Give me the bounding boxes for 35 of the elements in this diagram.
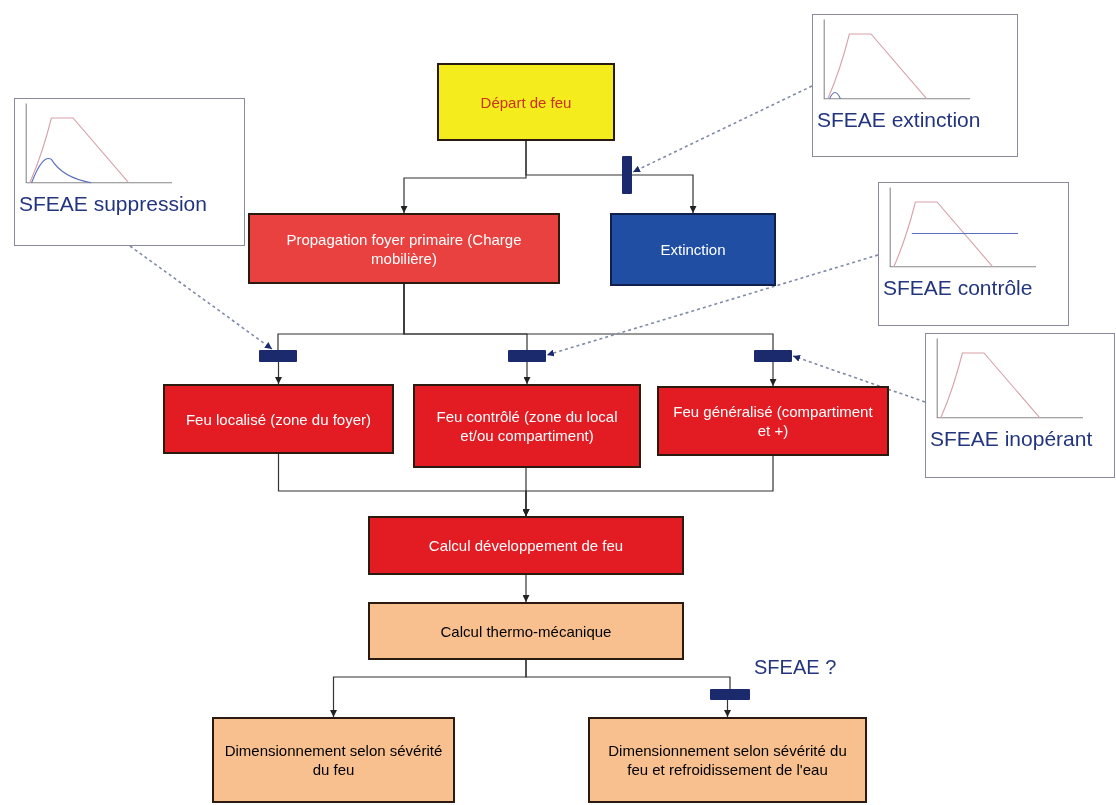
process-box: Feu localisé (zone du foyer) (163, 384, 394, 454)
connector-arrow (769, 361, 777, 387)
callout-label: SFEAE extinction (817, 107, 981, 133)
callout-box (812, 14, 1018, 157)
process-box: Dimensionnement selon sévérité du feu et refroidissement de l'eau (588, 717, 867, 803)
valve-bar (754, 350, 792, 362)
process-box: Propagation foyer primaire (Charge mobilière) (248, 213, 560, 284)
callout-box (878, 182, 1069, 326)
process-box: Extinction (610, 213, 776, 286)
callout-label: SFEAE inopérant (930, 426, 1093, 452)
process-box: Calcul développement de feu (368, 516, 684, 575)
connector-arrow (523, 361, 531, 385)
leader-line (129, 245, 273, 350)
valve-bar (622, 156, 632, 194)
connector-arrow (724, 699, 731, 718)
callout-label: SFEAE suppression (19, 191, 207, 217)
connector-arrow (522, 455, 774, 517)
process-box: Dimensionnement selon sévérité du feu (212, 717, 455, 803)
process-box: Calcul thermo-mécanique (368, 602, 684, 660)
connector-arrow (631, 174, 697, 214)
connector-arrow (522, 574, 530, 603)
valve-bar (508, 350, 546, 362)
process-box: Départ de feu (437, 63, 615, 141)
valve-bar (259, 350, 297, 362)
annotation-text: SFEAE ? (754, 655, 837, 680)
leader-line (632, 85, 813, 173)
callout-label: SFEAE contrôle (883, 275, 1033, 301)
valve-bar (710, 689, 750, 700)
leader-line (792, 355, 926, 403)
leader-line (546, 254, 879, 357)
process-box: Feu généralisé (compartiment et +) (657, 386, 889, 456)
process-box: Feu contrôlé (zone du local et/ou compartiment) (413, 384, 641, 468)
callout-box (925, 333, 1115, 478)
callout-box (14, 98, 245, 246)
connector-arrow (275, 361, 282, 385)
